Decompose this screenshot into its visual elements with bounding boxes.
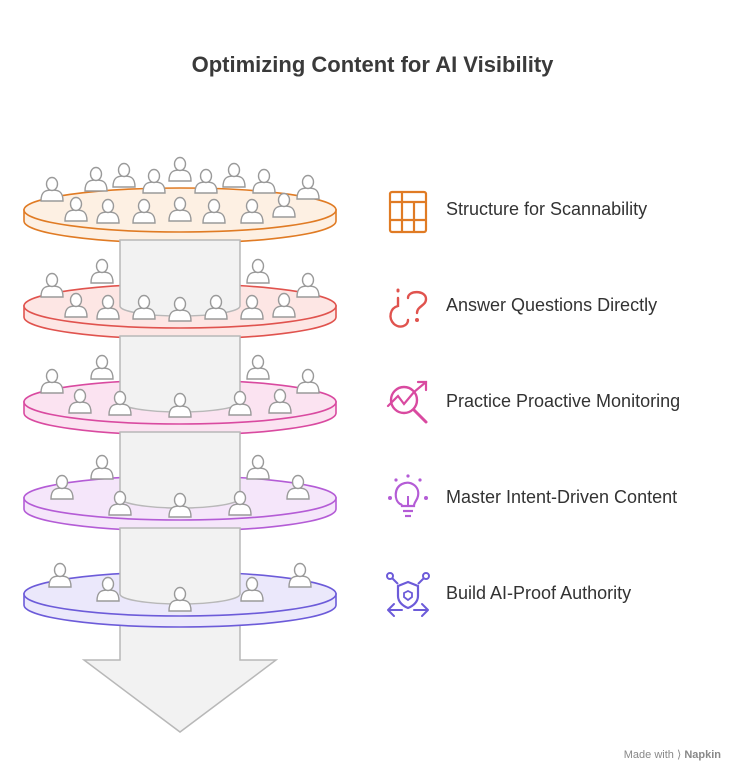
person-icon [90,454,114,480]
layer-disc-3 [23,335,337,436]
person-icon [168,392,192,418]
person-icon [168,156,192,182]
person-icon [64,196,88,222]
layer-disc-4 [23,431,337,532]
person-icon [96,198,120,224]
person-icon [268,388,292,414]
layer-disc-5 [23,527,337,628]
person-icon [246,258,270,284]
person-icon [90,258,114,284]
person-icon [240,576,264,602]
layout-icon [384,186,432,234]
person-icon [168,296,192,322]
person-icon [132,198,156,224]
person-icon [288,562,312,588]
layer-disc-1 [23,156,337,244]
person-icon [286,474,310,500]
person-icon [96,576,120,602]
step-label-2: Answer Questions Directly [446,295,658,315]
person-icon [96,294,120,320]
layer-disc-2 [23,239,337,340]
person-icon [142,168,166,194]
person-icon [272,292,296,318]
person-icon [202,198,226,224]
person-icon [132,294,156,320]
person-icon [228,490,252,516]
lightbulb-icon [384,474,432,522]
step-label-3: Practice Proactive Monitoring [446,391,681,411]
person-icon [40,368,64,394]
person-icon [108,490,132,516]
person-icon [240,294,264,320]
person-icon [296,174,320,200]
person-icon [246,454,270,480]
person-icon [296,368,320,394]
person-icon [108,390,132,416]
person-icon [112,162,136,188]
person-icon [240,198,264,224]
person-icon [168,586,192,612]
napkin-logo-icon: ⟩ [676,749,682,761]
person-icon [272,192,296,218]
watermark: Made with ⟩ Napkin [623,749,721,761]
person-icon [168,196,192,222]
person-icon [40,176,64,202]
person-icon [296,272,320,298]
step-label-5: Build AI-Proof Authority [446,583,632,603]
shield-network-icon [384,570,432,618]
step-label-4: Master Intent-Driven Content [446,487,678,507]
page-title: Optimizing Content for AI Visibility [191,52,554,77]
person-icon [40,272,64,298]
person-icon [68,388,92,414]
person-icon [194,168,218,194]
person-icon [222,162,246,188]
step-label-1: Structure for Scannability [446,199,648,219]
person-icon [252,168,276,194]
person-icon [246,354,270,380]
person-icon [228,390,252,416]
person-icon [168,492,192,518]
person-icon [204,294,228,320]
person-icon [50,474,74,500]
question-marks-icon [384,282,432,330]
person-icon [48,562,72,588]
trend-magnifier-icon [384,378,432,426]
person-icon [90,354,114,380]
person-icon [64,292,88,318]
person-icon [84,166,108,192]
